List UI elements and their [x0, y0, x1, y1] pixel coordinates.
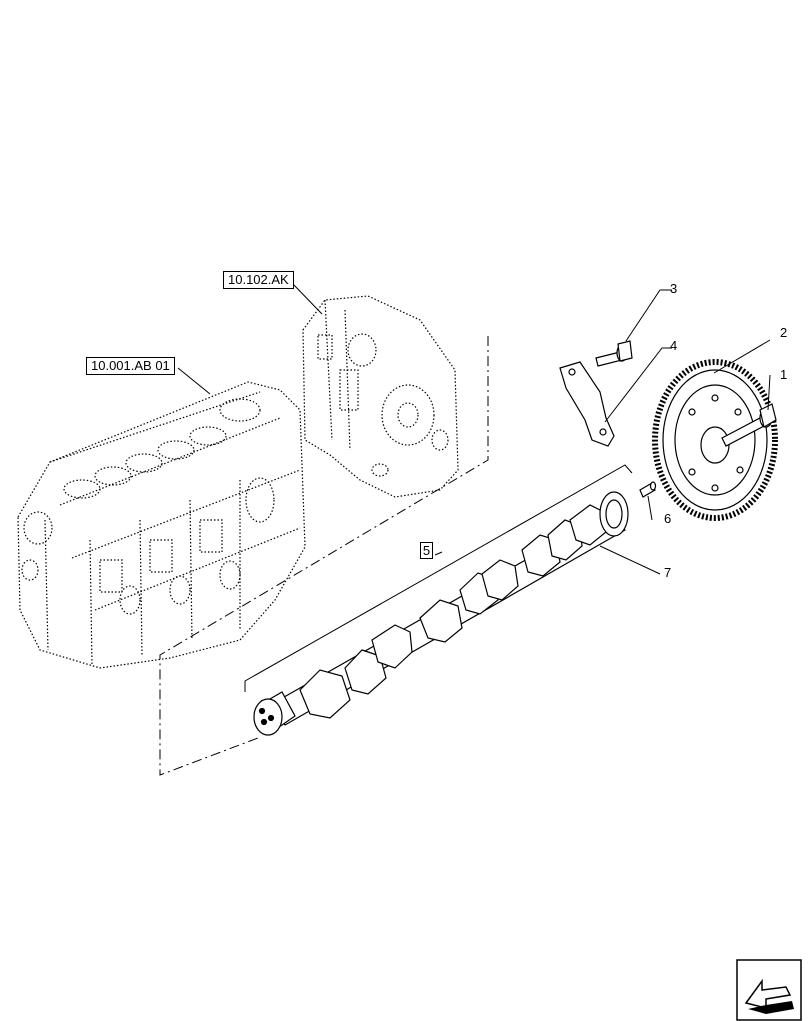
- gear-bolt: [721, 403, 777, 447]
- camshaft-front-end: [253, 691, 296, 736]
- callout-4: 4: [670, 338, 678, 353]
- next-page-arrow-icon[interactable]: [736, 959, 802, 1021]
- camshaft-assembly-bracket: [244, 464, 633, 692]
- thrust-plate: [559, 361, 615, 447]
- engine-block-phantom: [17, 381, 306, 669]
- leader-lines: [177, 282, 771, 575]
- callout-5: 5: [420, 542, 433, 559]
- camshaft-rear-flange: [599, 491, 629, 537]
- engine-block-reference[interactable]: 10.001.AB 01: [86, 357, 175, 375]
- camshaft: [253, 491, 629, 736]
- assembly-boundary: [159, 336, 489, 776]
- dowel-pin: [639, 481, 657, 498]
- callout-7: 7: [664, 565, 672, 580]
- callout-2: 2: [780, 325, 788, 340]
- thrust-plate-bolt: [595, 340, 633, 367]
- callout-3: 3: [670, 281, 678, 296]
- callout-6: 6: [664, 511, 672, 526]
- front-cover-phantom: [302, 295, 459, 498]
- callout-1: 1: [780, 367, 788, 382]
- camshaft-gear: [652, 359, 778, 521]
- exploded-parts-diagram: [17, 282, 778, 776]
- front-cover-reference[interactable]: 10.102.AK: [223, 271, 294, 289]
- camshaft-lobes: [299, 504, 607, 719]
